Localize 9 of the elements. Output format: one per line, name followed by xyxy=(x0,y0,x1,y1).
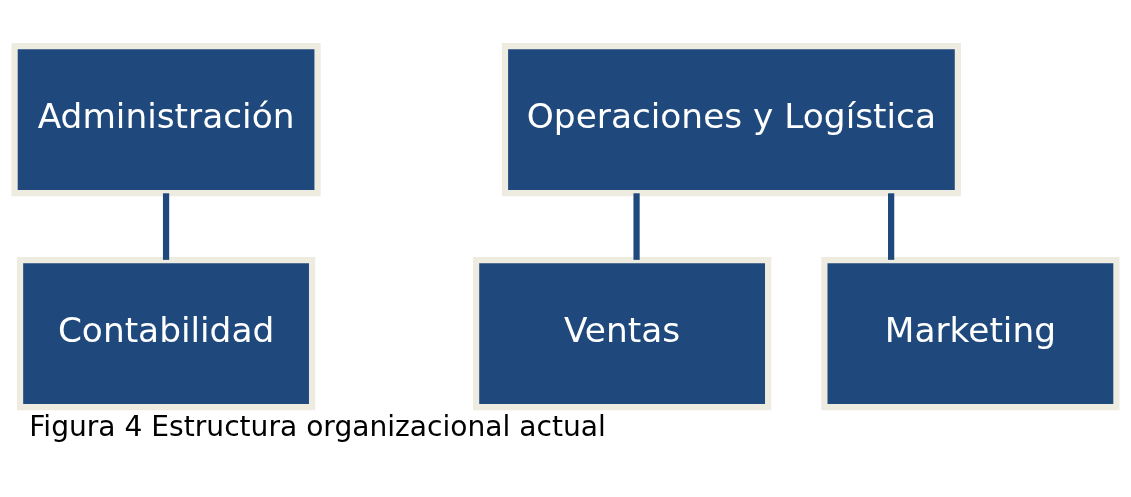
connector xyxy=(888,193,895,260)
node-box: Administración xyxy=(11,43,321,197)
node-box: Contabilidad xyxy=(16,257,316,411)
connector xyxy=(633,193,640,260)
caption: Figura 4 Estructura organizacional actual xyxy=(29,409,606,443)
connector xyxy=(162,193,170,260)
node-box: Ventas xyxy=(472,257,772,411)
node-box: Operaciones y Logística xyxy=(501,43,962,197)
node-box: Marketing xyxy=(821,257,1120,411)
